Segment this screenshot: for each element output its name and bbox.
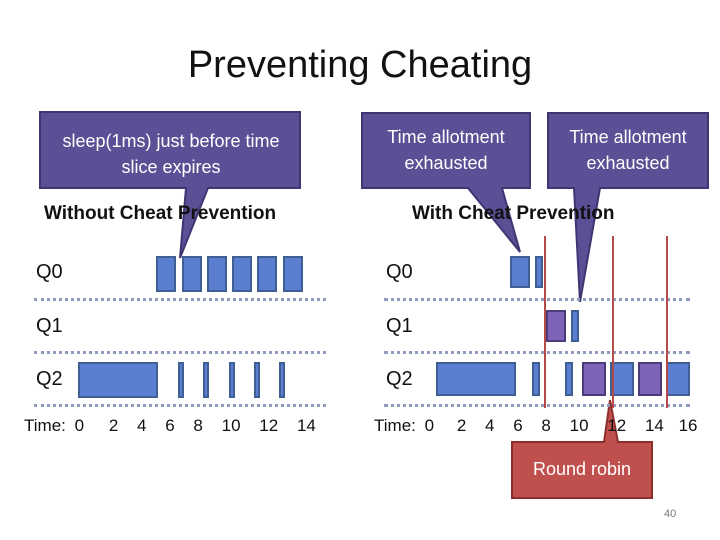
left-q2-slice [178, 362, 184, 398]
left-q2-slice [203, 362, 209, 398]
left-q0-block [232, 256, 252, 292]
left-heading: Without Cheat Prevention [44, 203, 277, 224]
left-separator-1 [34, 298, 326, 301]
right-tick: 0 [424, 416, 435, 435]
right-tick: 6 [513, 416, 523, 435]
right-q2-block [666, 362, 690, 396]
left-q0-block [207, 256, 227, 292]
right-separator-1 [384, 298, 690, 301]
right-q2-slice [532, 362, 540, 396]
right-q2-block [610, 362, 634, 396]
right-tick: 4 [485, 416, 495, 435]
right-separator-3 [384, 404, 690, 407]
left-tick: 14 [296, 416, 316, 435]
left-q2-long-block [78, 362, 158, 398]
slide-title: Preventing Cheating [187, 44, 533, 86]
allotment-callout-2-bubble [547, 112, 709, 303]
right-tick: 16 [678, 416, 698, 435]
round-robin-callout-text: Round robin [532, 459, 632, 479]
left-q0-block [283, 256, 303, 292]
allotment-callout-1-bubble [361, 112, 531, 253]
allotment-marker-line [612, 236, 614, 408]
right-q0-slice [535, 256, 543, 288]
page-number: 40 [664, 508, 677, 520]
allotment-callout-2-text: Time allotment exhausted [569, 127, 687, 173]
left-q2-slice [254, 362, 260, 398]
right-tick: 8 [541, 416, 551, 435]
left-tick: 0 [74, 416, 85, 435]
allotment-marker-line [666, 236, 668, 408]
right-heading: With Cheat Prevention [412, 203, 615, 224]
left-separator-3 [34, 404, 326, 407]
right-queue-label-q0: Q0 [386, 261, 413, 283]
right-separator-2 [384, 351, 690, 354]
right-q2-slice [565, 362, 573, 396]
right-queue-label-q2: Q2 [386, 368, 413, 390]
left-tick: 10 [221, 416, 241, 435]
right-queue-label-q1: Q1 [386, 315, 413, 337]
right-tick: 14 [644, 416, 664, 435]
left-tick: 2 [108, 416, 119, 435]
right-q1-block [546, 310, 566, 342]
right-tick: 2 [456, 416, 467, 435]
right-q2-block [638, 362, 662, 396]
round-robin-callout-bubble [511, 399, 653, 499]
left-q0-block [156, 256, 176, 292]
left-tick: 12 [259, 416, 279, 435]
right-q2-block [582, 362, 606, 396]
right-q1-slice [571, 310, 579, 342]
left-tick: 8 [193, 416, 203, 435]
left-q0-block [182, 256, 202, 292]
right-timeline: Time: 0 2 4 6 8 10 12 14 16 [374, 416, 698, 436]
right-time-label: Time: [374, 416, 416, 435]
left-timeline: Time: 0 2 4 6 8 10 12 14 [24, 416, 316, 436]
left-queue-label-q1: Q1 [36, 315, 63, 337]
left-time-label: Time: [24, 416, 66, 435]
sleep-callout-text: sleep(1ms) just before time slice expire… [62, 131, 280, 177]
allotment-callout-1-text: Time allotment exhausted [387, 127, 505, 173]
left-q2-slice [279, 362, 285, 398]
allotment-marker-line [544, 236, 546, 408]
left-q0-block [257, 256, 277, 292]
left-queue-label-q0: Q0 [36, 261, 63, 283]
right-tick: 12 [607, 416, 627, 435]
sleep-callout-bubble [39, 111, 301, 259]
left-q2-slice [229, 362, 235, 398]
left-separator-2 [34, 351, 326, 354]
right-q2-long-block [436, 362, 516, 396]
right-q0-block [510, 256, 530, 288]
right-tick: 10 [569, 416, 589, 435]
left-queue-label-q2: Q2 [36, 368, 63, 390]
left-tick: 4 [137, 416, 147, 435]
left-tick: 6 [165, 416, 175, 435]
